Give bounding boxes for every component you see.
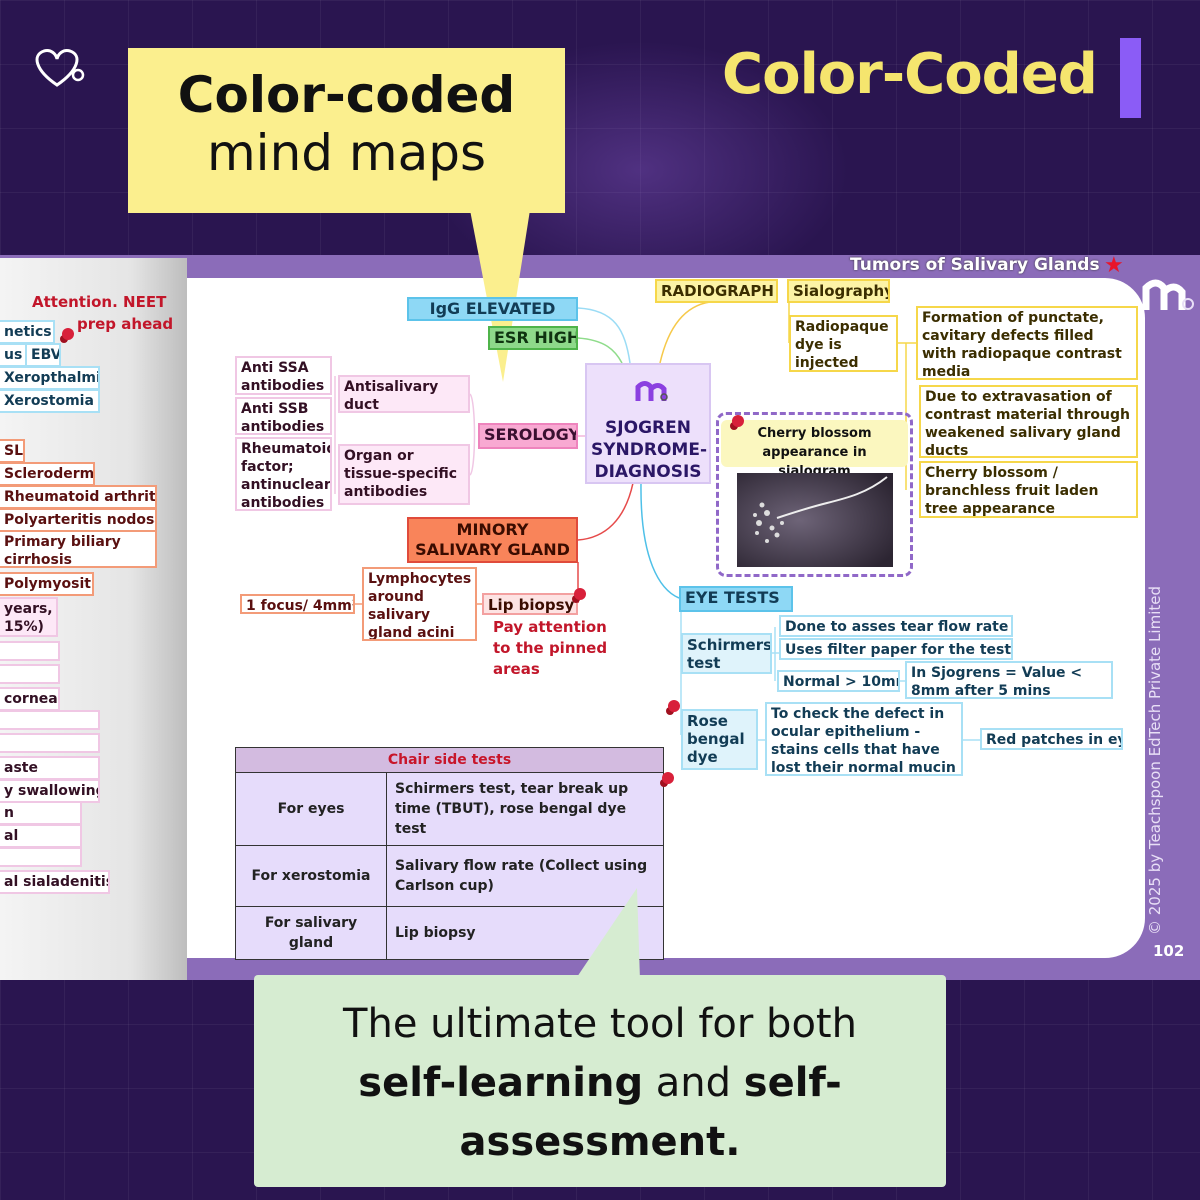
pin-icon [662, 772, 674, 784]
left-item-empty [0, 664, 60, 684]
left-page: Attention. NEET prep ahead netics us EBV… [0, 258, 187, 980]
igg-node[interactable]: IgG ELEVATED [407, 297, 578, 321]
connector-serology-branches [334, 376, 476, 494]
formation-node[interactable]: Formation of punctate, cavitary defects … [916, 306, 1138, 380]
left-item: EBV [25, 343, 61, 367]
callout-line-1: Color-coded [177, 66, 516, 124]
sjogrens-value-node[interactable]: In Sjogrens = Value < 8mm after 5 mins [905, 661, 1113, 699]
left-item: Primary biliary cirrhosis [0, 530, 157, 568]
tear-flow-node[interactable]: Done to asses tear flow rate [779, 615, 1013, 637]
rheumatoid-factor-node[interactable]: Rheumatoid factor; antinuclear antibodie… [235, 437, 332, 511]
radiograph-node[interactable]: RADIOGRAPH [655, 279, 778, 303]
sialogram-frame [716, 412, 913, 577]
antisalivary-node[interactable]: Antisalivary duct antibodies [338, 375, 470, 413]
pin-icon [62, 328, 74, 340]
heart-logo-icon [35, 49, 85, 87]
left-item: Polymyositis [0, 572, 94, 596]
anti-ssb-node[interactable]: Anti SSB antibodies [235, 397, 332, 435]
serology-node[interactable]: SEROLOGY [478, 423, 578, 449]
left-item-empty [0, 641, 60, 661]
radiopaque-node[interactable]: Radiopaque dye is injected into the duct [789, 315, 898, 372]
sialogram-caption: Cherry blossom appearance in sialogram [721, 420, 908, 479]
callout-line-2: mind maps [206, 124, 487, 182]
headline: Color-Coded [722, 42, 1098, 107]
rose-bengal-detail-node[interactable]: To check the defect in ocular epithelium… [765, 702, 963, 776]
esr-node[interactable]: ESR HIGH [488, 326, 578, 350]
schirmers-node[interactable]: Schirmers test [681, 633, 772, 674]
normal-value-node[interactable]: Normal > 10mm [777, 670, 900, 692]
sialography-node[interactable]: Sialography [787, 279, 890, 303]
bold-text: self-learning [358, 1060, 644, 1106]
callout-mind-maps: Color-coded mind maps [128, 48, 565, 213]
left-item: Xeropthalmia [0, 366, 100, 390]
extravasation-node[interactable]: Due to extravasation of contrast materia… [919, 385, 1138, 458]
anti-ssa-node[interactable]: Anti SSA antibodies [235, 356, 332, 395]
left-item-empty [0, 710, 100, 730]
left-item-empty [0, 733, 100, 753]
left-item: Scleroderma [0, 462, 95, 486]
biopsy-node[interactable]: MINORY SALIVARY GLAND BIOPSY [407, 517, 578, 563]
connector-esr [577, 337, 623, 364]
table-cell: Schirmers test, tear break up time (TBUT… [386, 772, 664, 846]
connector-eye [640, 482, 680, 599]
left-item: Xerostomia [0, 389, 100, 413]
left-item: al sialadenitis [0, 870, 110, 894]
red-patches-node[interactable]: Red patches in eye [980, 728, 1123, 750]
left-item: Polyarteritis nodosa [0, 508, 157, 532]
pinned-note: Pay attention to the pinned areas [493, 618, 608, 678]
left-item-empty [0, 847, 82, 867]
stethoscope-logo-icon [635, 381, 668, 401]
connector-igg [577, 307, 631, 364]
accent-bar [1120, 38, 1141, 118]
bold-text: self- [743, 1060, 842, 1106]
callout-tail-bottom [575, 888, 640, 980]
eye-tests-node[interactable]: EYE TESTS [679, 586, 793, 612]
callout-tail-top [470, 210, 530, 382]
callout-tail-top-layer [470, 210, 530, 382]
table-cell: For salivary gland [235, 906, 387, 960]
focus-node[interactable]: 1 focus/ 4mm³ [240, 594, 355, 614]
connector-biopsy [577, 482, 634, 541]
table-title: Chair side tests [235, 747, 664, 773]
star-icon: ★ [1104, 253, 1124, 278]
sialogram-image [737, 473, 893, 567]
pin-icon [574, 588, 586, 600]
organ-antibodies-node[interactable]: Organ or tissue-specific antibodies [338, 444, 470, 505]
lymphocytes-node[interactable]: Lymphocytes around salivary gland acini [362, 567, 477, 641]
connector-radiograph [659, 301, 711, 364]
rose-bengal-node[interactable]: Rose bengal dye test [681, 709, 758, 770]
filter-paper-node[interactable]: Uses filter paper for the test [779, 638, 1013, 660]
attention-note-2: prep ahead [77, 315, 174, 333]
pin-icon [668, 700, 680, 712]
page-number: 102 [1153, 942, 1185, 960]
table-cell: For eyes [235, 772, 387, 846]
pin-icon [732, 415, 744, 427]
callout-line-1: The ultimate tool for both [343, 1001, 857, 1047]
lip-biopsy-node[interactable]: Lip biopsy [482, 593, 578, 615]
connector-eye-leaves [758, 627, 980, 741]
left-item: years, 15%) [0, 597, 58, 637]
table-cell: For xerostomia [235, 845, 387, 907]
page-header: Tumors of Salivary Glands [850, 255, 1100, 275]
cherry-blossom-node[interactable]: Cherry blossom / branchless fruit laden … [919, 461, 1138, 518]
brand-logo-icon [1142, 279, 1194, 310]
text: and [643, 1060, 744, 1106]
left-item: cornea [0, 687, 60, 711]
callout-tool: The ultimate tool for both self-learning… [254, 975, 946, 1187]
attention-note: Attention. NEET [32, 293, 167, 311]
bold-text: assessment. [459, 1119, 741, 1165]
